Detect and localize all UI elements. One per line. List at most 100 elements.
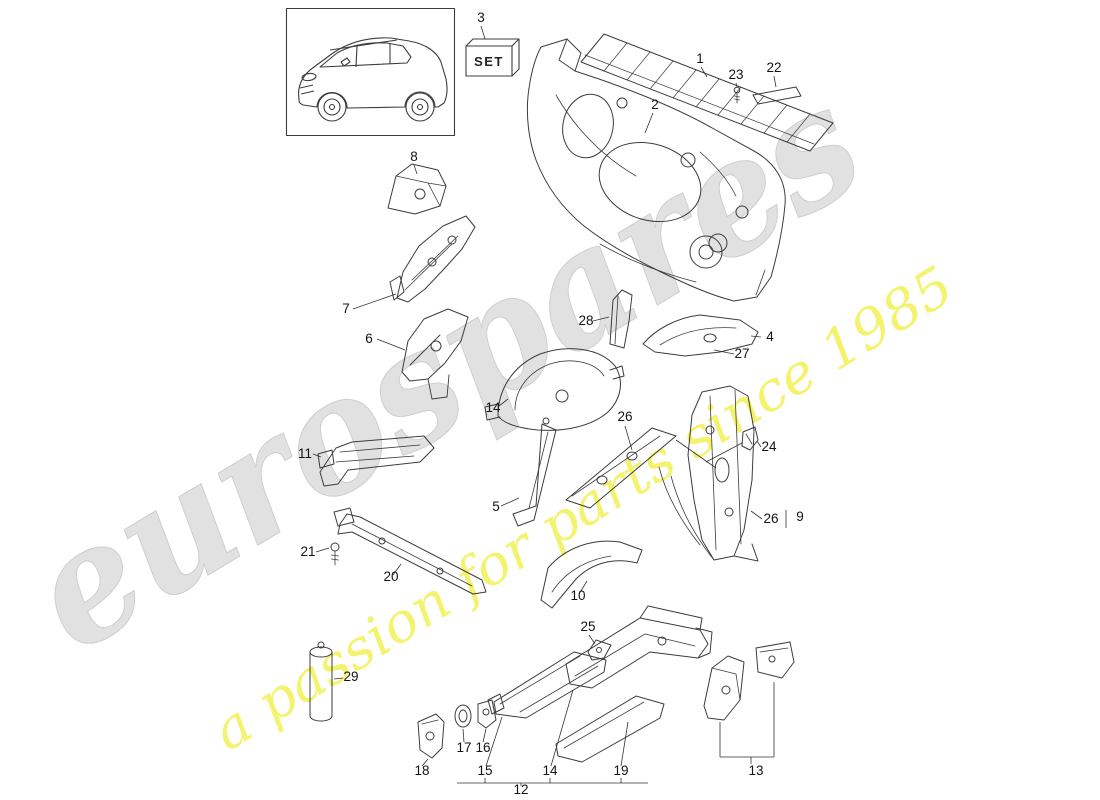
leader-29 [333, 677, 344, 680]
leader-12-bracket [457, 778, 648, 786]
part-bracket-13a [703, 655, 745, 721]
callout-1[interactable]: 1 [696, 51, 704, 66]
part-bolt-23 [733, 86, 741, 104]
part-firewall-2 [526, 38, 786, 302]
leader-20 [392, 563, 402, 576]
leader-16 [482, 728, 487, 743]
leader-4 [750, 335, 762, 338]
car-front-wheel [317, 92, 347, 122]
part-sill-15 [487, 651, 607, 719]
callout-14b[interactable]: 14 [542, 763, 558, 778]
part-bracket-18 [417, 713, 445, 759]
callout-21[interactable]: 21 [300, 544, 315, 559]
leader-23 [735, 82, 738, 88]
leader-3 [480, 25, 486, 40]
leader-22 [773, 75, 777, 88]
callout-6[interactable]: 6 [365, 331, 373, 346]
callout-9[interactable]: 9 [796, 509, 804, 524]
parts [309, 33, 834, 763]
part-housing-extension-4-27 [642, 314, 759, 357]
part-cowl-panel-1 [580, 33, 834, 152]
set-box-3d-edges [465, 38, 520, 77]
part-bracket-25 [587, 639, 612, 661]
callout-19[interactable]: 19 [613, 763, 628, 778]
callout-23[interactable]: 23 [728, 67, 743, 82]
leader-17 [462, 728, 465, 743]
leader-15 [485, 716, 503, 767]
car-grille-lines [299, 84, 315, 95]
leader-21 [315, 547, 330, 553]
part-bracket-13b [755, 641, 795, 679]
leader-6 [376, 338, 406, 351]
leader-13-bracket [719, 682, 775, 764]
callout-20[interactable]: 20 [383, 569, 398, 584]
set-box-face [465, 45, 513, 77]
callout-22[interactable]: 22 [766, 60, 781, 75]
part-wheel-housing-14 [484, 348, 625, 431]
car-rear-rim [411, 98, 429, 116]
callout-12[interactable]: 12 [513, 782, 528, 797]
part-member-6 [401, 308, 469, 400]
leader-11 [312, 453, 322, 458]
leader-25 [588, 634, 596, 645]
callout-10[interactable]: 10 [570, 588, 585, 603]
leader-lines [312, 25, 787, 786]
leader-10 [578, 580, 588, 595]
leader-19 [620, 721, 629, 767]
callout-11[interactable]: 11 [298, 446, 312, 461]
leader-14a [498, 398, 509, 407]
part-cross-member-20 [333, 507, 487, 595]
callout-7[interactable]: 7 [342, 301, 350, 316]
car-thumbnail [285, 7, 456, 137]
callout-2[interactable]: 2 [651, 97, 659, 112]
callout-24[interactable]: 24 [761, 439, 777, 454]
car-roof-rail [329, 39, 398, 51]
leader-26a-attach [675, 439, 717, 469]
callouts: 3 1 23 22 2 8 7 6 28 4 27 14 26 24 11 5 … [298, 10, 804, 797]
callout-5[interactable]: 5 [492, 499, 500, 514]
leader-26b-9 [750, 510, 787, 528]
part-side-member-11 [317, 435, 435, 487]
callout-13[interactable]: 13 [748, 763, 763, 778]
car-mirror [340, 57, 351, 67]
callout-8[interactable]: 8 [410, 149, 418, 164]
part-rail-10 [540, 540, 643, 609]
callout-28[interactable]: 28 [578, 313, 593, 328]
watermark: eurospares a passion for parts since 198… [0, 50, 964, 764]
leader-1 [700, 66, 708, 78]
part-floor-member-14b [565, 605, 713, 689]
callout-18[interactable]: 18 [414, 763, 429, 778]
part-screw-21 [330, 542, 340, 566]
leader-27 [713, 349, 735, 355]
callout-15[interactable]: 15 [477, 763, 492, 778]
callout-3[interactable]: 3 [477, 10, 485, 25]
part-a-pillar-9 [658, 385, 759, 562]
car-headlight [301, 72, 317, 82]
part-grommet-17 [454, 704, 472, 728]
car-front-rim [323, 98, 341, 116]
car-front-hub [328, 103, 336, 111]
callout-29[interactable]: 29 [343, 669, 358, 684]
callout-16[interactable]: 16 [475, 740, 490, 755]
leader-8 [413, 164, 418, 175]
car-rear-wheel [405, 92, 435, 122]
part-buffer-29 [309, 641, 333, 722]
part-bracket-8 [387, 163, 447, 215]
callout-27[interactable]: 27 [734, 346, 749, 361]
car-door-lines [355, 44, 391, 68]
part-strip-5 [512, 417, 557, 527]
part-retainer-22 [752, 86, 802, 105]
car-rear-hub [416, 103, 424, 111]
callout-14a[interactable]: 14 [485, 400, 501, 415]
part-clip-24 [741, 426, 759, 451]
callout-17[interactable]: 17 [456, 740, 471, 755]
callout-4[interactable]: 4 [766, 329, 774, 344]
callout-26a[interactable]: 26 [617, 409, 632, 424]
leader-18 [421, 758, 429, 767]
callout-26b[interactable]: 26 [763, 511, 778, 526]
callout-25[interactable]: 25 [580, 619, 595, 634]
set-box: SET [465, 38, 520, 77]
leader-24 [705, 440, 762, 463]
part-rail-19 [555, 695, 665, 763]
